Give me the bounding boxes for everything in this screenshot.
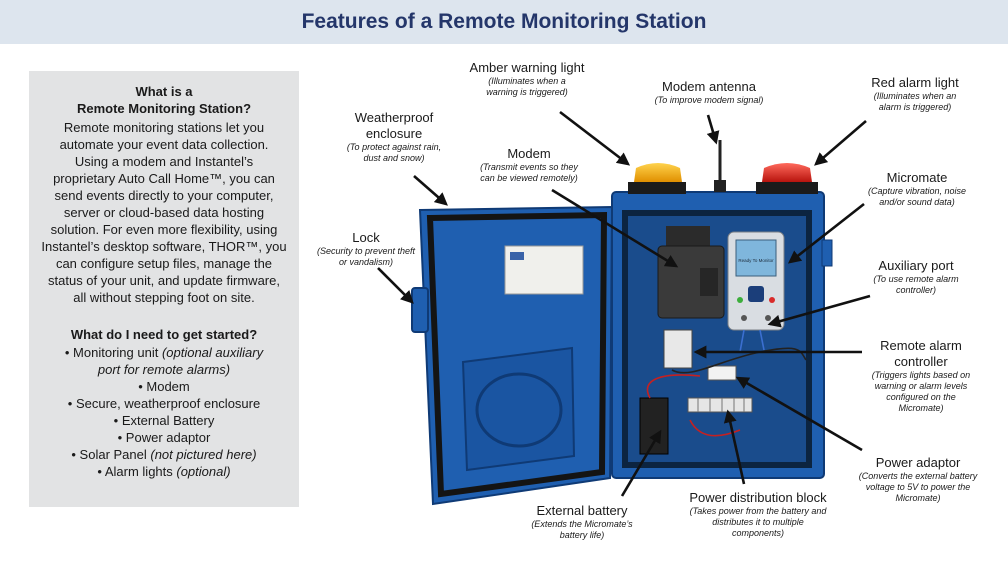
label-auxiliary-port: Auxiliary port (To use remote alarm cont… [873,258,959,295]
list-item: port for remote alarms) [97,362,231,377]
paragraph-line: server or cloud-based data hosting [63,205,265,220]
label-modem: Modem (Transmit events so they can be vi… [480,146,578,183]
paragraph-line: can configure setup files, manage the [55,256,273,271]
remote-alarm-controller [663,329,693,369]
hinge [821,239,833,267]
micromate-unit: Ready To Monitor [727,231,785,331]
panel-paragraph: Remote monitoring stations let you autom… [29,119,299,306]
info-panel: What is a Remote Monitoring Station? Rem… [29,71,299,507]
callout-arrows [377,110,871,497]
paragraph-line: proprietary Auto Call Home™, you can [53,171,275,186]
paragraph-line: Using a modem and Instantel’s [74,154,254,169]
power-adaptor [707,365,737,381]
list-item: • Secure, weatherproof enclosure [67,396,261,411]
label-amber-warning-light: Amber warning light (Illuminates when a … [469,60,585,97]
list-item: • Alarm lights (optional) [97,464,231,479]
label-red-alarm-light: Red alarm light (Illuminates when an ala… [871,75,959,112]
list-item: • External Battery [113,413,215,428]
paragraph-line: send events directly to your computer, [54,188,274,203]
amber-warning-light [628,163,686,194]
label-remote-alarm-controller: Remote alarm controller (Triggers lights… [871,338,971,413]
paragraph-line: all without stepping foot on site. [73,290,255,305]
external-battery [639,397,669,455]
paragraph-line: solution. For even more flexibility, usi… [50,222,278,237]
requirements-list: • Monitoring unit (optional auxiliary po… [29,344,299,480]
modem-antenna [714,140,726,192]
label-lock: Lock (Security to prevent theft or vanda… [316,230,416,267]
label-power-adaptor: Power adaptor (Converts the external bat… [858,455,978,503]
enclosure-door [418,205,614,506]
label-weatherproof-enclosure: Weatherproof enclosure (To protect again… [346,110,442,163]
keypad-icon [748,286,764,302]
panel-heading-line: Remote Monitoring Station? [76,101,252,116]
panel-heading: What is a Remote Monitoring Station? [29,83,299,117]
logo-icon [510,252,524,260]
power-distribution-block [687,397,753,413]
lock-latch [411,287,429,333]
label-power-distribution-block: Power distribution block (Takes power fr… [689,490,827,538]
label-external-battery: External battery (Extends the Micromate’… [531,503,633,540]
label-micromate: Micromate (Capture vibration, noise and/… [867,170,967,207]
paragraph-line: Remote monitoring stations let you [63,120,265,135]
list-item: • Solar Panel (not pictured here) [71,447,257,462]
header-banner: Features of a Remote Monitoring Station [0,0,1008,44]
red-alarm-light [756,163,818,194]
panel-heading-2: What do I need to get started? [70,327,258,342]
list-item: • Monitoring unit (optional auxiliary [64,345,264,360]
door-panel [461,346,576,472]
paragraph-line: status of your unit, and update firmware… [48,273,280,288]
panel-heading-line: What is a [135,84,193,99]
paragraph-line: Instantel’s desktop software, THOR™, you [41,239,287,254]
micromate-screen-text: Ready To Monitor [738,258,774,263]
list-item: • Power adaptor [117,430,211,445]
list-item: • Modem [138,379,190,394]
page-title: Features of a Remote Monitoring Station [301,10,707,33]
label-modem-antenna: Modem antenna (To improve modem signal) [654,79,764,105]
paragraph-line: automate your event data collection. [59,137,269,152]
